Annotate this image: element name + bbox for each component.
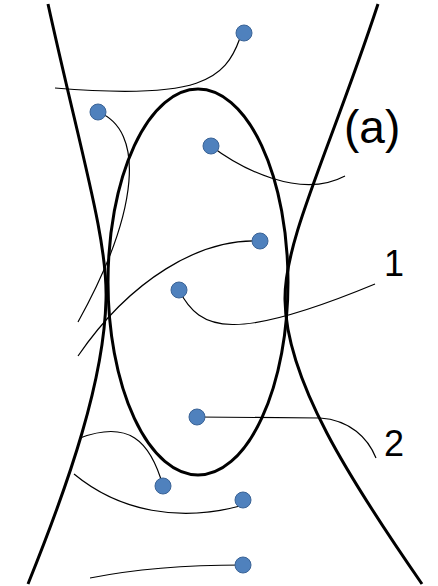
chain-end-dot [189, 409, 205, 425]
panel-label: (a) [344, 104, 400, 150]
chain-end-dot [171, 282, 187, 298]
callout-number: 1 [384, 246, 404, 282]
chain-end-dot [203, 138, 219, 154]
chain [78, 112, 129, 322]
chain [211, 146, 345, 185]
chain [80, 431, 163, 486]
chain [55, 38, 240, 91]
chain [179, 284, 375, 325]
chain-end-dot [236, 25, 252, 41]
chain-end-dot [252, 233, 268, 249]
chain-end-dot [235, 492, 251, 508]
chain-end-dot [235, 557, 251, 573]
right-boundary [285, 4, 422, 584]
chain [78, 241, 260, 356]
chain [74, 474, 240, 513]
chain [197, 417, 376, 458]
callout-number: 2 [384, 426, 404, 462]
chain-end-dot [155, 478, 171, 494]
chain-end-dot [90, 104, 106, 120]
chain [90, 565, 243, 578]
